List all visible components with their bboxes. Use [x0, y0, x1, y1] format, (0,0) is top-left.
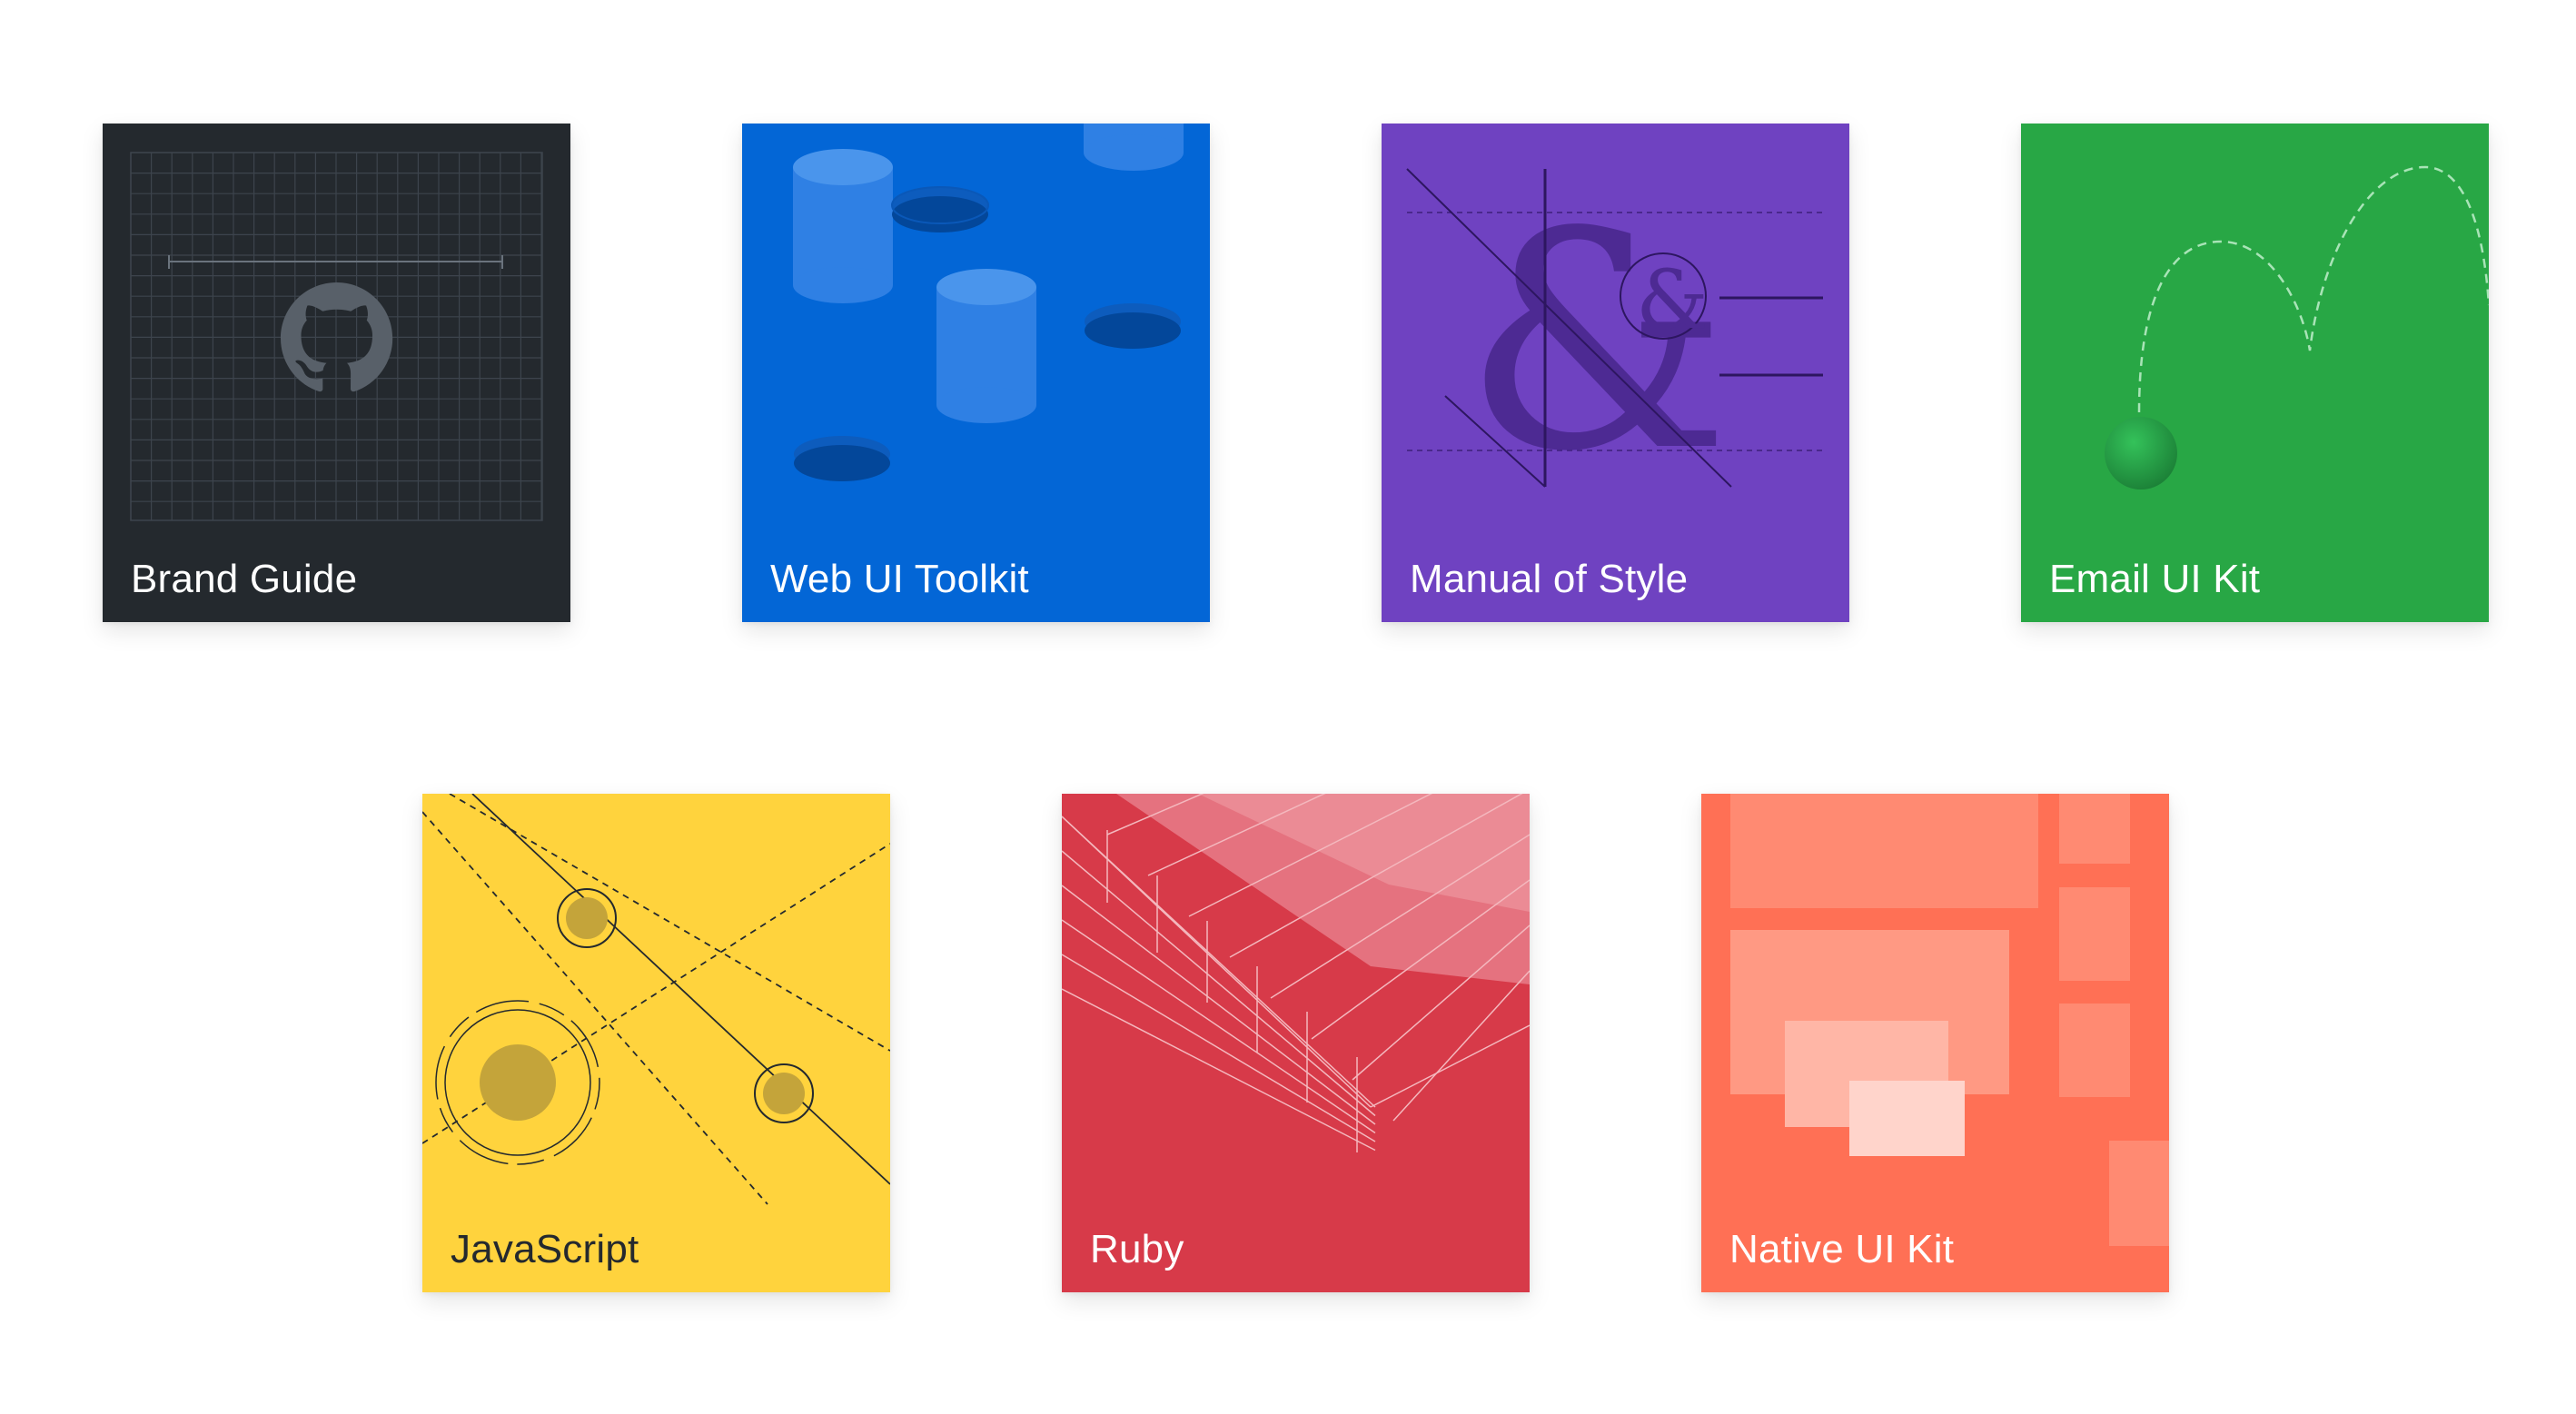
github-octocat-grid-icon: [130, 152, 543, 521]
card-label: Ruby: [1090, 1227, 1184, 1271]
svg-text:&: &: [1463, 168, 1730, 517]
card-brand-guide[interactable]: Brand Guide: [103, 124, 570, 622]
bouncing-ball-icon: [2105, 165, 2489, 489]
card-label: Manual of Style: [1410, 557, 1689, 601]
card-label: Email UI Kit: [2049, 557, 2261, 601]
card-label: JavaScript: [451, 1227, 639, 1271]
isometric-grid-icon: [1062, 794, 1530, 1152]
layered-rectangles-icon: [1730, 794, 2169, 1246]
orbit-lines-icon: [422, 794, 890, 1205]
card-web-ui-toolkit[interactable]: Web UI Toolkit: [742, 124, 1210, 622]
card-label: Web UI Toolkit: [770, 557, 1029, 601]
cylinders-icon: [793, 124, 1184, 481]
ampersand-typography-icon: & &: [1406, 168, 1823, 517]
card-native-ui-kit[interactable]: Native UI Kit: [1701, 794, 2169, 1292]
card-manual-of-style[interactable]: & & Manual of Style: [1382, 124, 1849, 622]
card-ruby[interactable]: Ruby: [1062, 794, 1530, 1292]
card-label: Native UI Kit: [1729, 1227, 1955, 1271]
card-email-ui-kit[interactable]: Email UI Kit: [2021, 124, 2489, 622]
card-javascript[interactable]: JavaScript: [422, 794, 890, 1292]
card-label: Brand Guide: [131, 557, 358, 601]
svg-text:&: &: [1636, 252, 1709, 348]
